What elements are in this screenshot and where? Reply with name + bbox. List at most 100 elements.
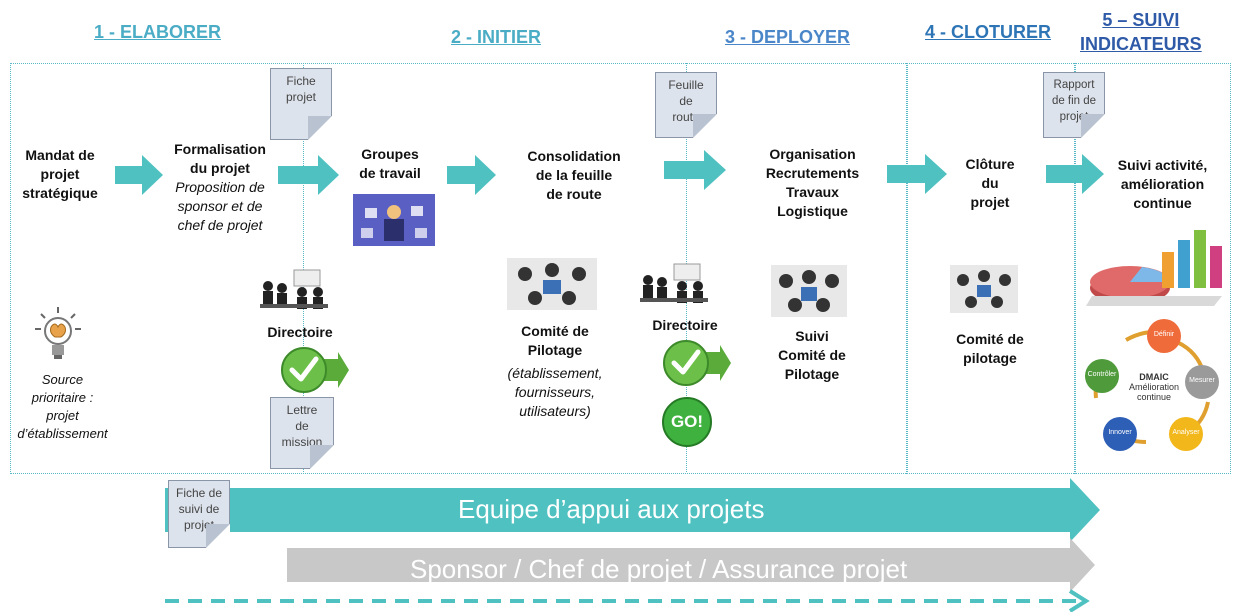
source-line2: prioritaire : xyxy=(31,390,94,405)
step-formalisation-detail-line1: Proposition de xyxy=(175,179,265,195)
step-cloture: Clôture du projet xyxy=(950,155,1030,212)
dmaic-node-innover: Innover xyxy=(1108,429,1132,436)
frame-cloturer xyxy=(906,63,1076,474)
phase-initier: 2 - INITIER xyxy=(451,27,542,47)
step-groupes-line2: de travail xyxy=(359,165,421,181)
step-suivi: Suivi activité, amélioration continue xyxy=(1100,156,1225,213)
doc-feuille-route-line3: route xyxy=(672,110,700,124)
arrow-6 xyxy=(1046,154,1104,194)
comite-pilotage-2-line2: pilotage xyxy=(963,350,1017,366)
go-icon: GO! xyxy=(662,397,712,447)
dmaic-center-line1: DMAIC xyxy=(1139,372,1169,382)
arrow-5 xyxy=(887,154,947,194)
phase-suivi-indicateurs: 5 – SUIVI INDICATEURS xyxy=(1080,8,1202,56)
step-consolidation-line3: de route xyxy=(546,186,602,202)
doc-feuille-route-line2: de xyxy=(679,94,693,108)
phase-deployer: 3 - DEPLOYER xyxy=(725,27,851,47)
phase-suivi-line2: INDICATEURS xyxy=(1080,34,1202,54)
dmaic-cycle-diagram xyxy=(1085,319,1219,451)
doc-fiche-suivi-overlay: Fiche de suivi de projet xyxy=(168,480,230,548)
comite-pilotage-2-line1: Comité de xyxy=(956,331,1024,347)
chart-illustration xyxy=(1086,230,1222,306)
suivi-comite-line1: Suivi xyxy=(795,328,829,344)
doc-fiche-projet-line2: projet xyxy=(285,90,317,104)
doc-fiche-projet-line1: Fiche xyxy=(286,74,316,88)
phase-elaborer: 1 - ELABORER xyxy=(94,22,222,42)
suivi-comite-icon xyxy=(771,265,847,317)
doc-lettre-mission-line3: mission xyxy=(281,435,323,449)
step-mandat-line3: stratégique xyxy=(22,185,98,201)
equipe-bar-shape xyxy=(165,478,1100,542)
dmaic-node-analyser: Analyser xyxy=(1172,429,1200,436)
source-line1: Source xyxy=(41,372,84,387)
suivi-comite-line3: Pilotage xyxy=(784,366,840,382)
arrow-1 xyxy=(115,155,163,195)
suivi-comite-line2: Comité de xyxy=(778,347,846,363)
comite-pilotage-1-detail-line3: utilisateurs) xyxy=(519,403,591,419)
arrow-3 xyxy=(447,155,496,195)
step-organisation-line1: Organisation xyxy=(769,146,856,162)
frame-suivi xyxy=(1074,63,1231,474)
step-formalisation-line1: Formalisation xyxy=(174,141,266,157)
step-cloture-line3: projet xyxy=(970,194,1010,210)
arrow-4 xyxy=(664,150,726,190)
step-consolidation: Consolidation de la feuille de route xyxy=(509,147,639,204)
meeting-directoire-2-icon xyxy=(640,263,708,303)
meeting-directoire-1-icon xyxy=(260,269,328,309)
frame-main xyxy=(10,63,908,474)
step-suivi-line3: continue xyxy=(1133,195,1192,211)
step-cloture-line1: Clôture xyxy=(965,156,1015,172)
doc-feuille-route-line1: Feuille xyxy=(668,78,704,92)
step-suivi-line1: Suivi activité, xyxy=(1117,157,1208,173)
source-line4: d’établissement xyxy=(17,426,108,441)
dmaic-center: DMAIC Amélioration continue xyxy=(1120,372,1188,402)
source-label: Source prioritaire : projet d’établissem… xyxy=(10,371,115,443)
step-consolidation-line2: de la feuille xyxy=(535,167,613,183)
step-formalisation-detail-line3: chef de projet xyxy=(177,217,263,233)
directoire-2-label: Directoire xyxy=(652,317,718,333)
doc-fiche-suivi-overlay-line2: suivi de xyxy=(178,502,220,516)
dmaic-node-mesurer: Mesurer xyxy=(1189,377,1215,384)
step-groupes-line1: Groupes xyxy=(361,146,419,162)
dmaic-node-definir: Définir xyxy=(1153,331,1175,338)
doc-lettre-mission-line1: Lettre xyxy=(286,403,318,417)
doc-feuille-route: Feuille de route xyxy=(655,72,717,138)
comite-pilotage-1-detail: (établissement, fournisseurs, utilisateu… xyxy=(494,364,616,421)
comite-pilotage-1-line2: Pilotage xyxy=(527,342,583,358)
comite-pilotage-1-label: Comité de Pilotage xyxy=(500,322,610,360)
dmaic-center-line2: Amélioration xyxy=(1128,382,1180,392)
step-groupes: Groupes de travail xyxy=(340,145,440,183)
doc-fiche-suivi-overlay-line3: projet xyxy=(183,518,215,532)
step-mandat: Mandat de projet stratégique xyxy=(10,146,110,203)
step-mandat-line2: projet xyxy=(40,166,80,182)
comite-pilotage-2-label: Comité de pilotage xyxy=(940,330,1040,368)
doc-rapport-fin-line1: Rapport xyxy=(1053,79,1095,91)
step-formalisation-detail: Proposition de sponsor et de chef de pro… xyxy=(158,178,282,235)
sponsor-bar-shape xyxy=(287,538,1095,592)
step-consolidation-line1: Consolidation xyxy=(527,148,621,164)
step-organisation: Organisation Recrutements Travaux Logist… xyxy=(755,145,870,221)
dmaic-center-line3: continue xyxy=(1136,392,1172,402)
check-arrow-icon-2 xyxy=(663,340,731,386)
doc-rapport-fin-line2: de fin de xyxy=(1051,95,1097,107)
step-mandat-line1: Mandat de xyxy=(25,147,95,163)
phase-cloturer: 4 - CLOTURER xyxy=(925,22,1051,42)
doc-rapport-fin-line3: projet xyxy=(1059,111,1089,123)
step-suivi-line2: amélioration xyxy=(1120,176,1205,192)
dashed-arrow-head xyxy=(1068,589,1090,612)
source-line3: projet xyxy=(46,408,79,423)
arrow-2 xyxy=(278,155,339,195)
step-formalisation: Formalisation du projet xyxy=(160,140,280,178)
comite-pilotage-1-detail-line1: (établissement, xyxy=(507,365,603,381)
suivi-comite-label: Suivi Comité de Pilotage xyxy=(762,327,862,384)
step-organisation-line2: Recrutements xyxy=(765,165,860,181)
doc-fiche-suivi-overlay-line1: Fiche de xyxy=(175,486,223,500)
sponsor-label: Sponsor / Chef de projet / Assurance pro… xyxy=(410,554,908,584)
doc-fiche-projet: Fiche projet xyxy=(270,68,332,140)
doc-rapport-fin: Rapport de fin de projet xyxy=(1043,72,1105,138)
directoire-1-label: Directoire xyxy=(267,324,333,340)
check-arrow-icon xyxy=(281,347,349,393)
doc-lettre-mission-line2: de xyxy=(295,419,309,433)
comite-pilotage-1-line1: Comité de xyxy=(521,323,589,339)
step-formalisation-detail-line2: sponsor et de xyxy=(177,198,263,214)
